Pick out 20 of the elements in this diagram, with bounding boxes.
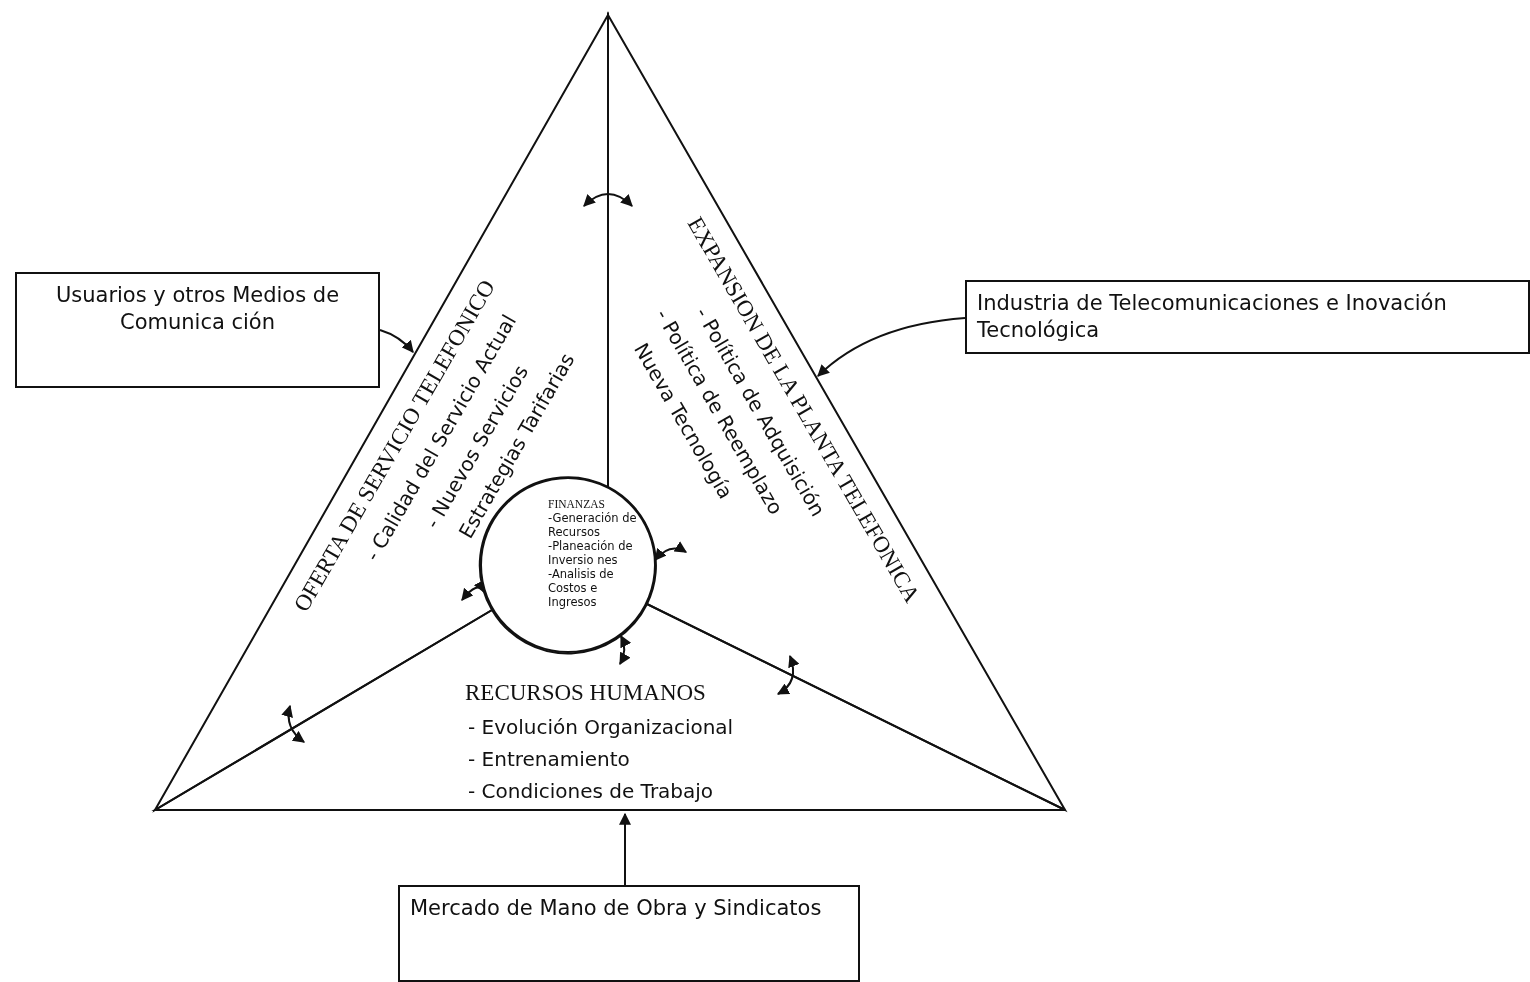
double-arrow [281,704,305,743]
arrow [619,812,631,886]
text-box: Mercado de Mano de Obra y Sindicatos [398,885,860,982]
circle-heading: FINANZAS [548,497,606,511]
list-item: -Analisis de Costos e Ingresos [548,567,615,609]
arrow [379,329,414,353]
double-arrow [583,193,633,207]
double-arrow [777,654,800,695]
list-item: - Evolución Organizacional [468,716,734,739]
list-item: -Generación de Recursos [548,511,638,539]
text-box: Usuarios y otros Medios de Comunica ción [15,272,380,388]
sector-heading: RECURSOS HUMANOS [465,680,706,707]
double-arrow [461,579,485,601]
double-arrow [654,541,688,561]
list-item: -Planeación de Inversio nes [548,539,634,567]
double-arrow [619,634,631,666]
arrow [817,317,966,377]
list-item: - Entrenamiento [468,748,630,771]
list-item: - Condiciones de Trabajo [468,780,714,803]
text-box: Industria de Telecomunicaciones e Inovación Tecnológica [965,280,1530,354]
